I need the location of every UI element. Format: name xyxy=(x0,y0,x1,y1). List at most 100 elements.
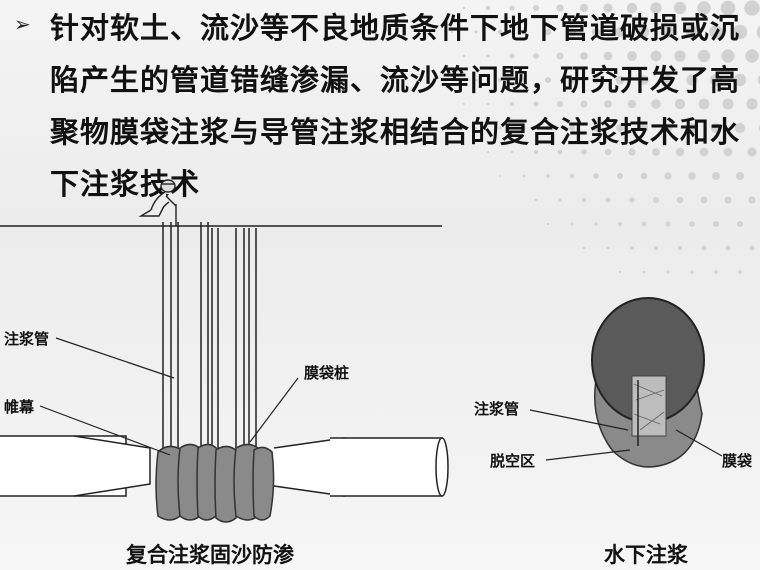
decorative-dot xyxy=(699,147,709,157)
decorative-dot xyxy=(592,76,600,84)
decorative-dot xyxy=(746,98,758,110)
decorative-dot xyxy=(497,29,503,35)
decorative-dot xyxy=(641,221,647,227)
decorative-dot xyxy=(724,196,732,204)
decorative-dot xyxy=(653,197,659,203)
decorative-dot xyxy=(654,246,658,250)
label-bag: 膜袋 xyxy=(722,452,753,470)
decorative-dot xyxy=(579,3,589,13)
decorative-dot xyxy=(534,198,538,202)
decorative-dot xyxy=(738,270,742,274)
decorative-dot xyxy=(734,122,746,134)
caption-composite-grouting: 复合注浆固沙防渗 xyxy=(125,543,295,567)
decorative-dot xyxy=(666,270,670,274)
caption-underwater-grouting: 水下注浆 xyxy=(604,543,689,567)
decorative-dot xyxy=(592,124,600,132)
decorative-dot xyxy=(630,246,634,250)
decorative-dot xyxy=(675,147,685,157)
decorative-dot xyxy=(568,76,576,84)
decorative-dot-pattern xyxy=(450,0,760,274)
decorative-dot xyxy=(720,0,736,16)
decorative-dot xyxy=(581,197,587,203)
decorative-dot xyxy=(593,173,599,179)
pipe-left-section xyxy=(0,435,151,497)
decorative-dot xyxy=(605,197,611,203)
decorative-dot xyxy=(557,101,563,107)
label-curtain: 帷幕 xyxy=(4,398,35,416)
decorative-dot xyxy=(662,26,674,38)
decorative-dot xyxy=(688,172,696,180)
decorative-dot xyxy=(712,172,720,180)
decorative-dot xyxy=(629,197,635,203)
decorative-dot xyxy=(652,148,660,156)
decorative-dot xyxy=(627,51,637,61)
decorative-dot xyxy=(677,245,683,251)
decorative-dot xyxy=(568,28,576,36)
decorative-dot xyxy=(698,98,710,110)
decorative-dot xyxy=(732,24,748,40)
decorative-dot xyxy=(685,25,699,39)
decorative-dot xyxy=(474,126,478,130)
decorative-dot xyxy=(749,245,755,251)
decorative-dot xyxy=(462,54,466,58)
decorative-dot xyxy=(744,0,760,16)
decorative-dot xyxy=(651,99,661,109)
decorative-dot xyxy=(650,50,662,62)
decorative-dot xyxy=(664,172,672,180)
decorative-dot xyxy=(556,4,564,12)
decorative-dot xyxy=(737,221,743,227)
decorative-dot xyxy=(733,73,747,87)
grout-pipes xyxy=(162,222,257,448)
decorative-dot xyxy=(580,52,588,60)
decorative-dot xyxy=(687,123,697,133)
decorative-dot xyxy=(509,53,515,59)
decorative-dot xyxy=(582,246,586,250)
decorative-dot xyxy=(663,123,673,133)
decorative-dot xyxy=(545,77,551,83)
decorative-dot xyxy=(710,74,722,86)
decorative-dot xyxy=(521,77,527,83)
decorative-dot xyxy=(486,150,490,154)
decorative-dot xyxy=(639,123,649,133)
decorative-dot xyxy=(745,49,759,63)
decorative-dot xyxy=(557,149,563,155)
decorative-dot xyxy=(498,126,502,130)
decorative-dot xyxy=(701,245,707,251)
decorative-dot xyxy=(676,196,684,204)
decorative-dot xyxy=(747,147,757,157)
decorative-dot xyxy=(686,74,698,86)
decorative-dot xyxy=(603,3,613,13)
worker-icon xyxy=(138,179,177,226)
decorative-dot xyxy=(756,25,760,39)
decorative-dot xyxy=(486,6,490,10)
decorative-dot xyxy=(522,126,526,130)
decorative-dot xyxy=(591,27,601,37)
decorative-dot xyxy=(580,100,588,108)
decorative-dot xyxy=(474,78,478,82)
decorative-dot xyxy=(711,123,721,133)
decorative-dot xyxy=(533,101,539,107)
decorative-dot xyxy=(546,174,550,178)
decorative-dot xyxy=(594,222,598,226)
decorative-dot xyxy=(533,5,539,11)
decorative-dot xyxy=(665,221,671,227)
decorative-dot xyxy=(544,28,552,36)
label-grout-pipe-left: 注浆管 xyxy=(4,330,49,348)
decorative-dot xyxy=(735,171,745,181)
label-void-area: 脱空区 xyxy=(490,452,535,470)
decorative-dot xyxy=(615,75,625,85)
decorative-dot xyxy=(725,245,731,251)
decorative-dot xyxy=(697,49,711,63)
decorative-dot xyxy=(662,74,674,86)
decorative-dot xyxy=(510,150,514,154)
decorative-dot xyxy=(640,172,648,180)
decorative-dot xyxy=(700,196,708,204)
arrow-bullet-icon: ➢ xyxy=(14,12,31,36)
decorative-dot xyxy=(690,270,694,274)
decorative-dot xyxy=(533,53,539,59)
decorative-dot xyxy=(618,270,622,274)
decorative-dot xyxy=(626,2,638,14)
decorative-dot xyxy=(486,102,490,106)
decorative-dot xyxy=(674,98,686,110)
